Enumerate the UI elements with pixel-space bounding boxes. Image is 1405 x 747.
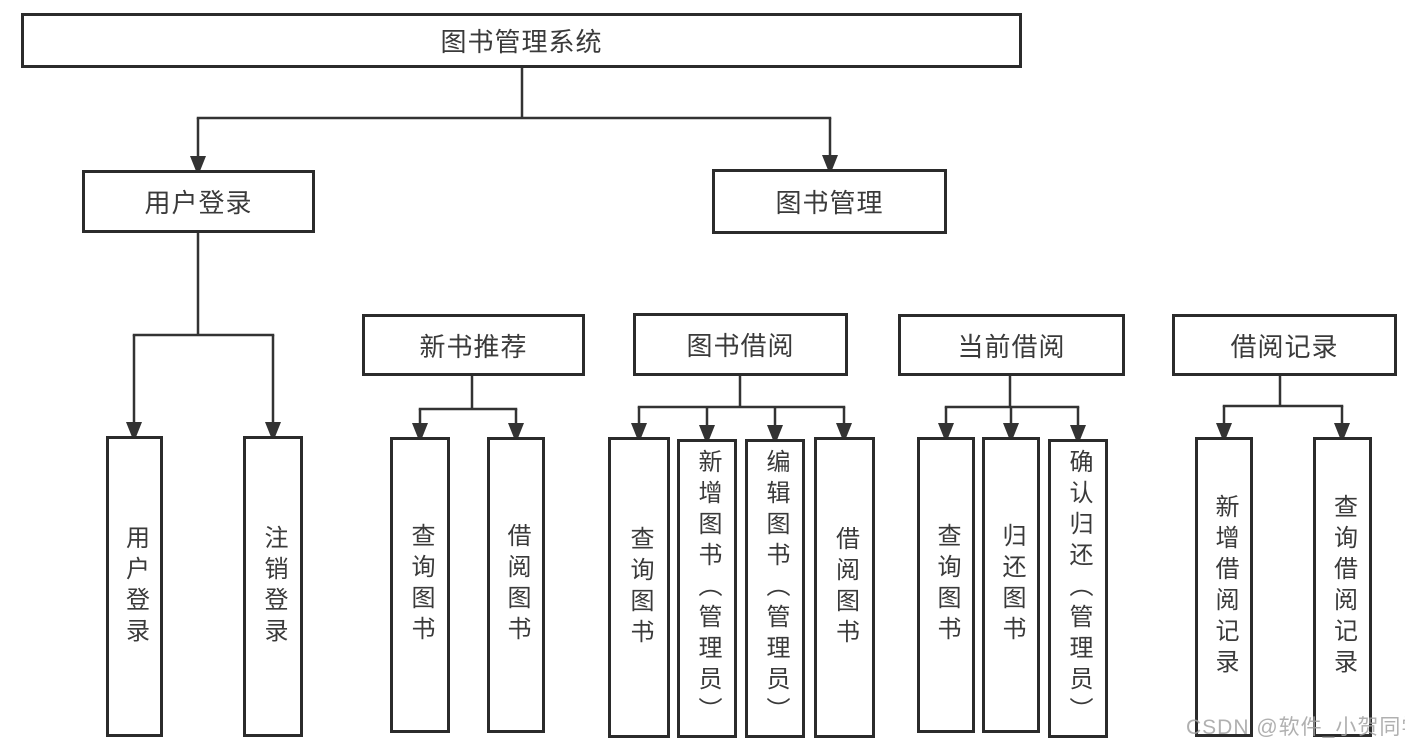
watermark-text: CSDN @软件_小贺同学 [1186,716,1405,739]
node-leaf-edit-book-admin: 编辑图书（管理员） [745,439,805,738]
node-new-book-recommend: 新书推荐 [362,314,585,376]
node-leaf-confirm-return-admin: 确认归还（管理员） [1048,439,1108,738]
arrowhead-down-icon [822,155,838,175]
arrowhead-down-icon [1070,425,1086,445]
node-leaf-query-books-current: 查询图书 [917,437,975,733]
arrowhead-down-icon [126,422,142,442]
arrowhead-down-icon [1334,423,1350,443]
node-book-management: 图书管理 [712,169,947,234]
node-leaf-return-book: 归还图书 [982,437,1040,733]
node-leaf-add-borrow-record: 新增借阅记录 [1195,437,1253,737]
arrowhead-down-icon [265,422,281,442]
node-leaf-logout: 注销登录 [243,436,303,737]
arrowhead-down-icon [508,423,524,443]
node-leaf-add-book-admin: 新增图书（管理员） [677,439,737,738]
node-leaf-query-books-borrowing: 查询图书 [608,437,670,738]
arrowhead-down-icon [190,156,206,176]
arrowhead-down-icon [631,423,647,443]
arrowhead-down-icon [1216,423,1232,443]
arrowhead-down-icon [699,425,715,445]
node-book-borrowing: 图书借阅 [633,313,848,376]
node-leaf-borrow-books-recommend: 借阅图书 [487,437,545,733]
node-borrowing-records: 借阅记录 [1172,314,1397,376]
node-leaf-query-borrow-record: 查询借阅记录 [1313,437,1372,737]
arrowhead-down-icon [767,425,783,445]
node-root: 图书管理系统 [21,13,1022,68]
node-leaf-user-login: 用户登录 [106,436,163,737]
node-user-login: 用户登录 [82,170,315,233]
arrowhead-down-icon [412,423,428,443]
node-current-borrowing: 当前借阅 [898,314,1125,376]
node-leaf-query-books-recommend: 查询图书 [390,437,450,733]
arrowhead-down-icon [836,423,852,443]
node-leaf-borrow-books-borrowing: 借阅图书 [814,437,875,738]
arrowhead-down-icon [938,423,954,443]
arrowhead-down-icon [1003,423,1019,443]
